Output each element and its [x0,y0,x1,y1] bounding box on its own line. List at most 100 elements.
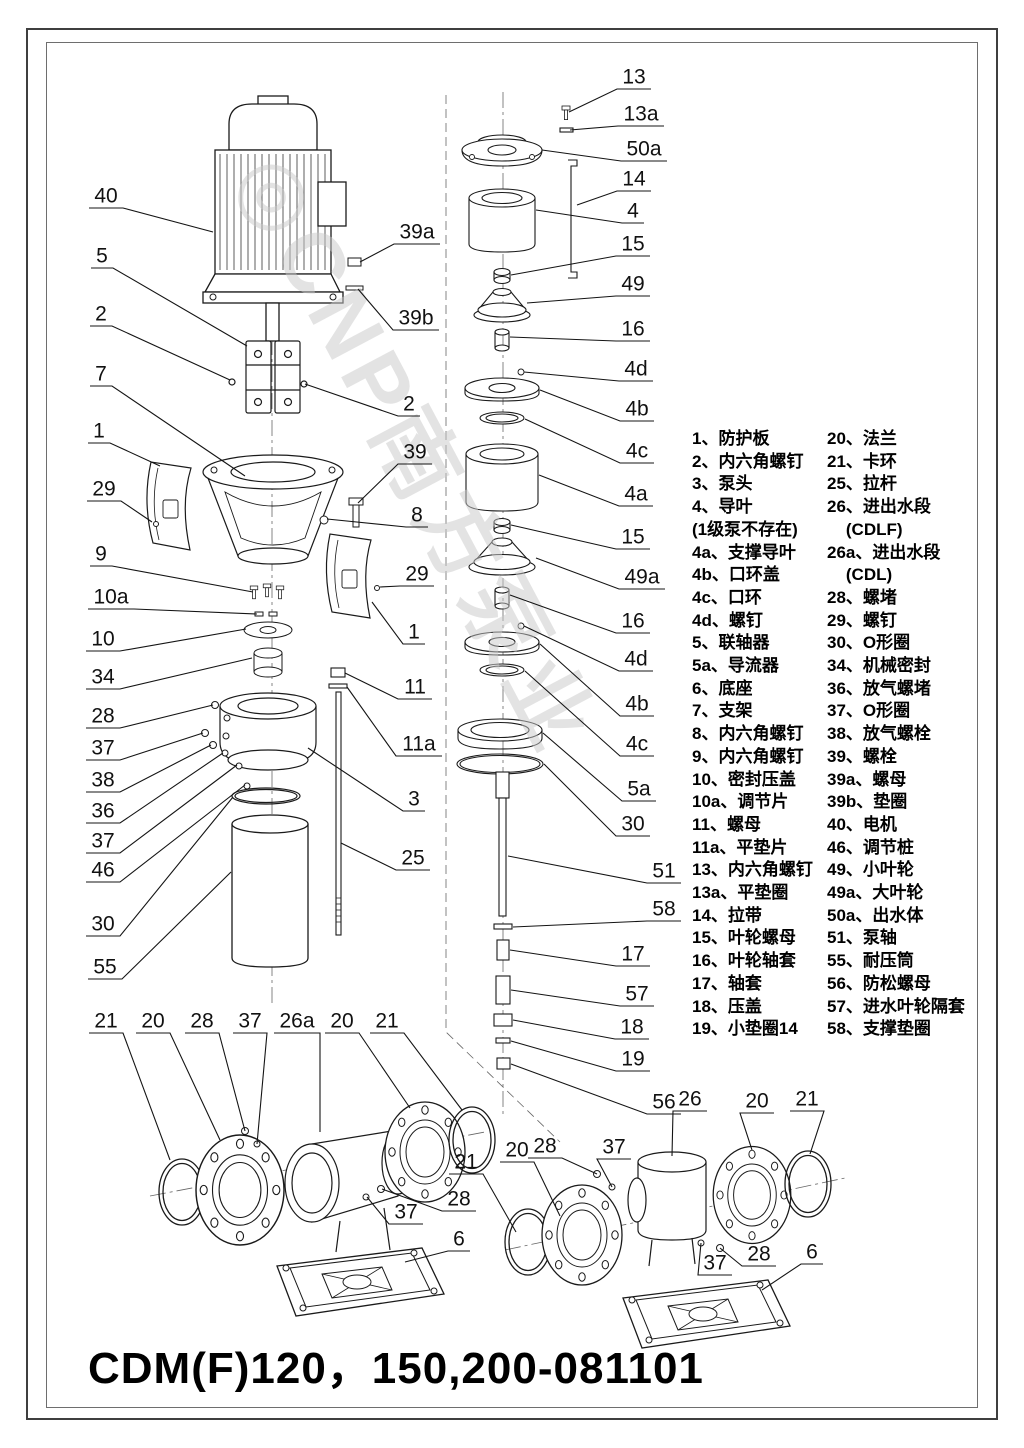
leader-line-20 [136,1032,221,1141]
legend-item: 17、轴套 [692,973,762,993]
guard-plate-right-drawing [325,533,380,619]
legend-item: 21、卡环 [827,451,897,471]
callout-label-39: 39 [403,440,427,464]
legend-item: 20、法兰 [827,429,897,448]
leader-line-36 [86,752,224,824]
callout-label-26: 26 [678,1087,702,1111]
leader-line-28 [185,1032,246,1132]
callout-label-37: 37 [602,1135,626,1159]
legend-item: 11a、平垫片 [692,837,788,857]
leader-line-8 [326,518,428,528]
leader-line-4b [539,643,654,717]
callout-label-6: 6 [453,1227,465,1251]
legend-item: 30、O形圈 [827,633,911,653]
callout-label-37: 37 [91,736,115,760]
leader-line-37 [86,764,238,854]
legend-item: 36、放气螺堵 [827,678,931,698]
leader-line-11a [346,686,442,757]
callout-label-37: 37 [394,1200,418,1224]
callout-label-28: 28 [91,704,115,728]
leader-line-4c [524,418,654,464]
leader-line-25 [340,842,430,871]
legend-item: 16、叶轮轴套 [692,951,796,971]
legend-item: 13a、平垫圈 [692,883,789,903]
leader-line-58 [512,920,681,928]
callout-label-28: 28 [533,1134,557,1158]
legend-item: 37、O形圈 [827,701,911,721]
callout-label-58: 58 [652,897,676,921]
callout-label-37: 37 [238,1009,262,1033]
callout-label-20: 20 [745,1089,769,1113]
legend-item: 18、压盖 [692,996,762,1016]
callout-label-49a: 49a [624,565,660,589]
leader-line-16 [509,336,650,342]
callout-label-57: 57 [625,982,649,1006]
legend-item: 8、内六角螺钉 [692,724,804,744]
pump-head-drawing [219,692,317,771]
leader-line-37 [233,1032,268,1145]
callout-label-25: 25 [401,846,425,870]
legend-item: 39b、垫圈 [827,792,908,812]
legend-item: 6、底座 [692,678,753,698]
callout-label-18: 18 [620,1015,644,1039]
legend-item: 34、机械密封 [827,656,931,676]
callout-label-16: 16 [621,317,645,341]
callout-label-55: 55 [93,955,117,979]
callout-label-4d: 4d [624,357,648,381]
leader-line-50a [541,149,667,162]
leader-line-16 [509,594,650,634]
callout-label-21: 21 [454,1150,478,1174]
callout-label-20: 20 [330,1009,354,1033]
callout-label-1: 1 [93,419,105,443]
leader-line-26a [274,1032,321,1132]
callout-label-15: 15 [621,232,645,256]
motor-drawing [202,95,347,342]
leader-line-29 [87,500,153,523]
leader-line-13a [569,125,664,131]
bracket-drawing [202,454,344,565]
legend-item: 10、密封压盖 [692,769,796,789]
leader-line-30 [543,763,650,837]
leader-line-39 [357,463,432,504]
legend-item: 26a、进出水段 [827,542,941,562]
legend-item: 39a、螺母 [827,769,907,789]
legend-item: 5、联轴器 [692,633,770,653]
legend-item: 4、导叶 [692,497,753,517]
legend-item: 3、泵头 [692,474,753,494]
legend-item: 26、进出水段 [827,497,931,517]
leader-line-51 [507,855,681,884]
callout-label-29: 29 [405,562,429,586]
leader-line-20 [739,1112,774,1151]
leader-line-57 [510,989,654,1007]
seal-parts-drawing [243,583,293,678]
legend-item: (CDLF) [827,519,903,539]
callout-label-20: 20 [505,1138,529,1162]
callout-label-17: 17 [621,942,645,966]
legend-item: 40、电机 [827,814,897,834]
leader-line-3 [307,747,425,812]
leader-line-2 [90,325,231,381]
callout-label-28: 28 [447,1187,471,1211]
leader-line-37 [697,1242,732,1276]
leader-line-6 [761,1263,823,1291]
legend-item: 13、内六角螺钉 [692,860,813,880]
leader-line-29 [379,585,434,588]
leader-line-56 [510,1063,681,1115]
callout-label-26a: 26a [279,1009,315,1033]
leader-line-4d [523,371,653,382]
legend-item: 58、支撑垫圈 [827,1019,931,1039]
leader-line-4a [538,474,653,507]
leader-line-15 [510,255,650,276]
stage-stack-drawing [456,105,578,1070]
leader-line-28 [528,1157,598,1175]
callout-label-37: 37 [703,1251,727,1275]
legend-item: 11、螺母 [692,814,761,834]
callout-label-49: 49 [621,272,645,296]
legend-item: 25、拉杆 [827,474,897,494]
fasteners-39-drawing [319,257,364,528]
legend-item: 28、螺堵 [827,587,897,607]
callout-label-56: 56 [652,1090,676,1114]
leader-line-13 [568,88,651,113]
